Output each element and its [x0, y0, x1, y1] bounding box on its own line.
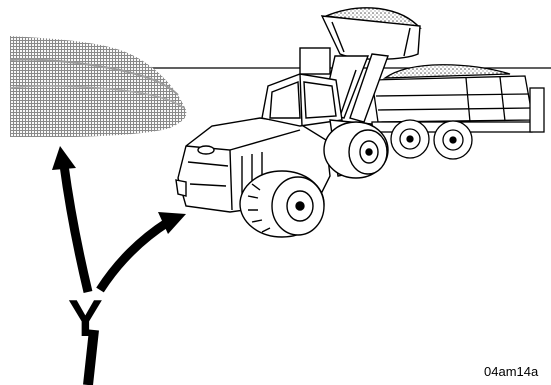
truck-wheel — [391, 120, 429, 158]
figure-code: 04am14a — [484, 364, 539, 379]
loader-rear-wheel — [240, 171, 324, 237]
dump-truck — [372, 65, 544, 159]
truck-wheel — [434, 121, 472, 159]
arrow-to-loader — [100, 222, 168, 290]
loader-bucket — [322, 8, 420, 59]
arrow-to-pile — [64, 165, 88, 292]
y-path-arrows — [52, 146, 186, 385]
path-letter-label: Y — [68, 290, 103, 348]
loader-front-wheel — [324, 122, 388, 178]
material-pile — [10, 36, 186, 137]
arrow-head-pile — [52, 146, 76, 170]
